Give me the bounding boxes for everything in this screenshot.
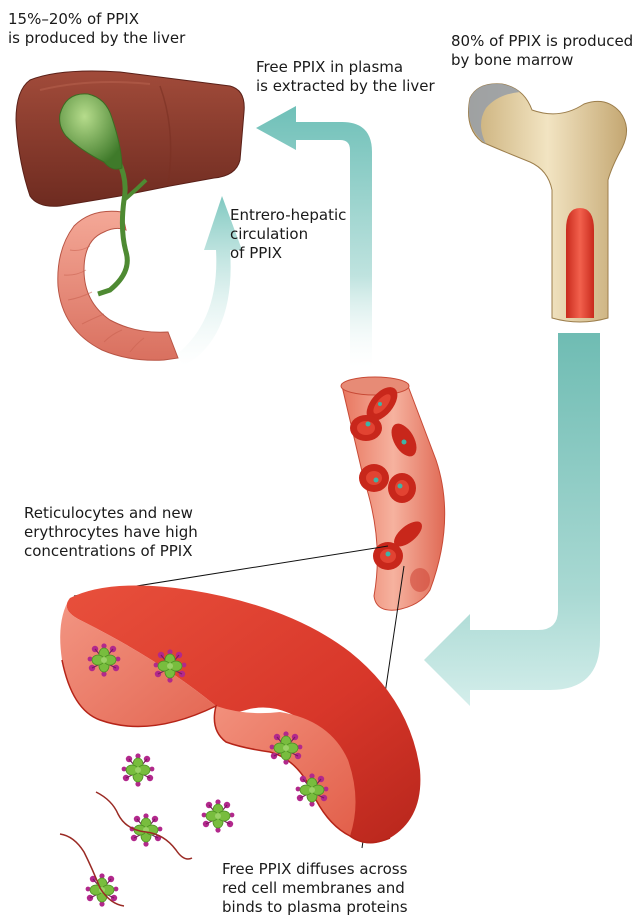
bone-marrow-cavity xyxy=(566,208,594,318)
reticulocytes-label: Reticulocytes and new erythrocytes have … xyxy=(24,504,198,561)
enterohepatic-label: Entrero-hepatic circulation of PPIX xyxy=(230,206,346,263)
femur-bone-icon xyxy=(469,84,627,322)
diffusion-label: Free PPIX diffuses across red cell membr… xyxy=(222,860,408,917)
marrow-production-label: 80% of PPIX is produced by bone marrow xyxy=(451,32,633,70)
plasma-extraction-label: Free PPIX in plasma is extracted by the … xyxy=(256,58,435,96)
liver-production-label: 15%–20% of PPIX is produced by the liver xyxy=(8,10,185,48)
marrow-to-blood-arrow xyxy=(424,333,600,706)
liver-icon xyxy=(16,71,244,206)
